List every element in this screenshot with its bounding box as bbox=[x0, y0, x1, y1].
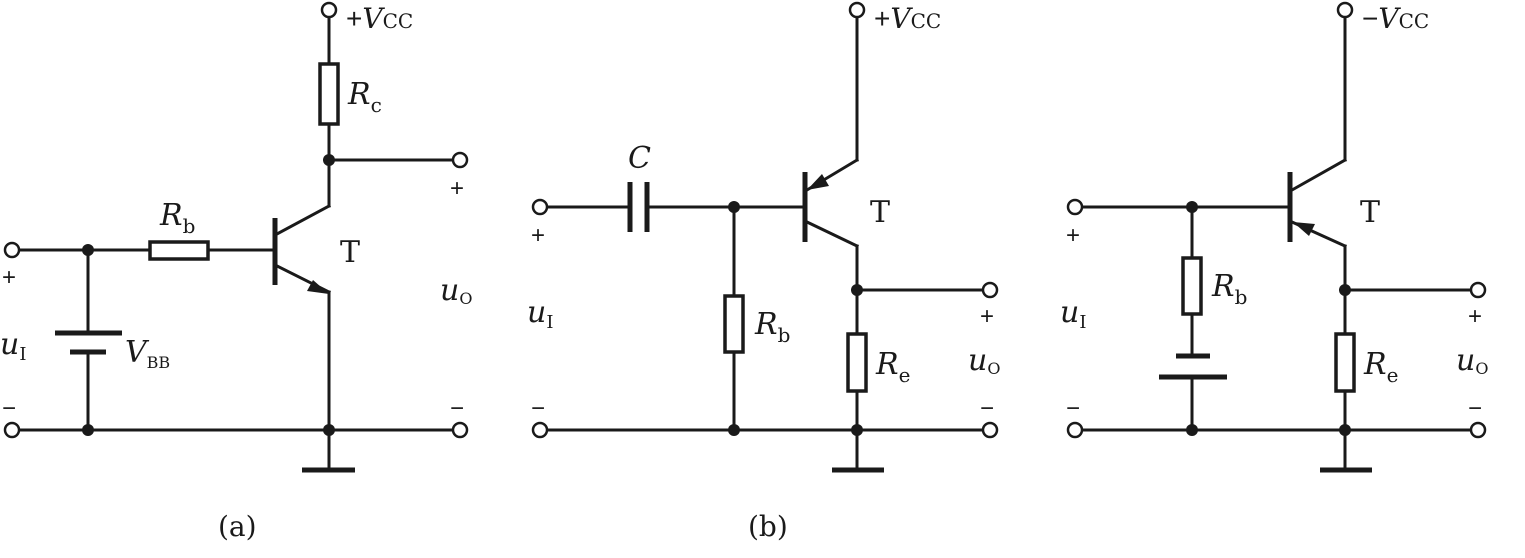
input-terminal-minus bbox=[531, 421, 549, 439]
input-plus-sign: + bbox=[1066, 222, 1080, 249]
rb-label: Rb bbox=[159, 198, 195, 238]
input-label: uI bbox=[527, 295, 553, 333]
input-plus-sign: + bbox=[531, 222, 545, 249]
input-minus-sign: − bbox=[2, 395, 16, 422]
supply-label: +VCC bbox=[874, 2, 941, 35]
supply-label: +VCC bbox=[346, 2, 413, 35]
output-minus-sign: − bbox=[1468, 395, 1482, 422]
supply-terminal bbox=[1336, 1, 1354, 19]
transistor-label: T bbox=[340, 235, 360, 270]
resistor-rc bbox=[318, 62, 340, 126]
input-label: uI bbox=[0, 327, 26, 365]
emitter-arrow bbox=[807, 174, 829, 190]
output-label: uO bbox=[1456, 343, 1488, 378]
caption-b: (b) bbox=[748, 510, 788, 543]
emitter-arrow bbox=[1293, 222, 1315, 236]
re-label: Re bbox=[1363, 347, 1398, 387]
input-terminal-minus bbox=[1066, 421, 1084, 439]
battery-label: VBB bbox=[125, 335, 170, 372]
resistor-re bbox=[1334, 332, 1356, 393]
output-label: uO bbox=[440, 273, 472, 308]
output-terminal-minus bbox=[981, 421, 999, 439]
circuit-a: +VCC Rc Rb T + uI − VBB + uO − (a) bbox=[0, 1, 472, 543]
rb-label: Rb bbox=[754, 307, 790, 347]
supply-terminal bbox=[320, 1, 338, 19]
supply-label: −VCC bbox=[1362, 2, 1429, 35]
input-minus-sign: − bbox=[1066, 395, 1080, 422]
output-plus-sign: + bbox=[980, 303, 994, 330]
emitter-arrow bbox=[307, 280, 329, 294]
output-terminal-plus bbox=[981, 281, 999, 299]
output-plus-sign: + bbox=[1468, 303, 1482, 330]
output-terminal-minus bbox=[451, 421, 469, 439]
circuit-c: −VCC T + uI − Rb Re + uO − bbox=[1060, 1, 1488, 473]
input-terminal-minus bbox=[3, 421, 21, 439]
transistor-label: T bbox=[870, 195, 890, 230]
output-terminal-minus bbox=[1469, 421, 1487, 439]
input-terminal-plus bbox=[3, 241, 21, 259]
capacitor-label: C bbox=[628, 141, 651, 176]
output-plus-sign: + bbox=[450, 175, 464, 202]
circuit-b: +VCC C T + uI − Rb Re + uO − (b) bbox=[527, 1, 1000, 543]
output-terminal-plus bbox=[451, 151, 469, 169]
input-label: uI bbox=[1060, 295, 1086, 333]
output-label: uO bbox=[968, 343, 1000, 378]
re-label: Re bbox=[875, 347, 910, 387]
resistor-re bbox=[846, 332, 868, 393]
resistor-rb bbox=[1181, 256, 1203, 316]
rc-label: Rc bbox=[347, 77, 382, 117]
input-terminal-plus bbox=[531, 198, 549, 216]
input-minus-sign: − bbox=[531, 395, 545, 422]
supply-terminal bbox=[848, 1, 866, 19]
resistor-rb bbox=[723, 294, 745, 354]
input-plus-sign: + bbox=[2, 264, 16, 291]
output-minus-sign: − bbox=[450, 395, 464, 422]
output-terminal-plus bbox=[1469, 281, 1487, 299]
input-terminal-plus bbox=[1066, 198, 1084, 216]
resistor-rb bbox=[148, 240, 210, 261]
rb-label: Rb bbox=[1211, 269, 1247, 309]
output-minus-sign: − bbox=[980, 395, 994, 422]
transistor-label: T bbox=[1360, 195, 1380, 230]
caption-a: (a) bbox=[218, 510, 257, 543]
